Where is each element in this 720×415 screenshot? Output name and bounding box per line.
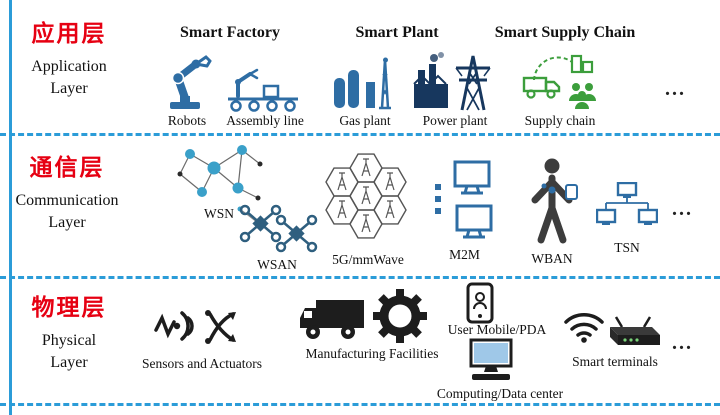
router-icon [600,314,662,350]
physical-layer-cn: 物理层 [31,295,107,321]
communication-layer-en-2: Layer [48,214,86,231]
application-ellipsis: ... [665,78,686,100]
power-plant-label: Power plant [422,113,488,128]
assembly-line-icon [224,56,302,114]
wban-icon [522,156,582,248]
communication-layer-label: 通信层 Communication Layer [2,148,132,234]
application-layer-en-2: Layer [50,80,88,97]
smart-terminals-label: Smart terminals [572,354,658,369]
gear-icon [372,288,428,344]
physical-layer-en-1: Physical [41,332,97,349]
group-smart-supply-chain: Smart Supply Chain [494,24,636,41]
group-smart-plant: Smart Plant [355,24,439,41]
communication-layer-en-1: Communication [15,192,119,209]
m2m-label: M2M [449,247,480,262]
sensors-actuators-icon [150,300,250,352]
assembly-line-label: Assembly line [226,113,304,128]
5g-label: 5G/mmWave [332,252,404,267]
divider-bottom [0,403,720,406]
m2m-icon [427,160,502,242]
robots-label: Robots [167,113,207,128]
physical-layer-en-2: Layer [50,354,88,371]
wifi-icon [562,308,606,344]
supply-chain-label: Supply chain [524,113,596,128]
sensors-actuators-label: Sensors and Actuators [142,356,262,371]
mobile-phone-icon [466,282,494,324]
left-border-line [9,0,12,415]
wsan-icon [230,203,320,259]
tsn-label: TSN [614,240,640,255]
divider-application-communication [0,133,720,136]
tsn-icon [595,181,659,234]
manufacturing-facilities-label: Manufacturing Facilities [305,346,439,361]
wsn-icon [172,140,267,208]
wban-label: WBAN [531,251,573,266]
user-mobile-pda-label: User Mobile/PDA [447,322,547,337]
application-layer-cn: 应用层 [31,21,107,47]
power-plant-icon [412,50,497,112]
divider-communication-physical [0,276,720,279]
supply-chain-icon [520,50,600,112]
physical-ellipsis: ... [672,332,693,354]
group-smart-factory: Smart Factory [180,24,280,41]
robot-arm-icon [158,50,218,112]
computer-icon [468,338,514,382]
application-layer-label: 应用层 Application Layer [10,14,128,100]
computing-data-center-label: Computing/Data center [436,386,564,401]
physical-layer-label: 物理层 Physical Layer [10,288,128,374]
gas-plant-icon [330,52,396,112]
truck-icon [298,292,370,344]
communication-ellipsis: ... [672,198,693,220]
5g-cells-icon [316,146,416,246]
wsn-label: WSN [204,206,234,221]
application-layer-en-1: Application [31,58,107,75]
wsan-label: WSAN [257,257,297,272]
gas-plant-label: Gas plant [339,113,391,128]
communication-layer-cn: 通信层 [29,155,105,181]
